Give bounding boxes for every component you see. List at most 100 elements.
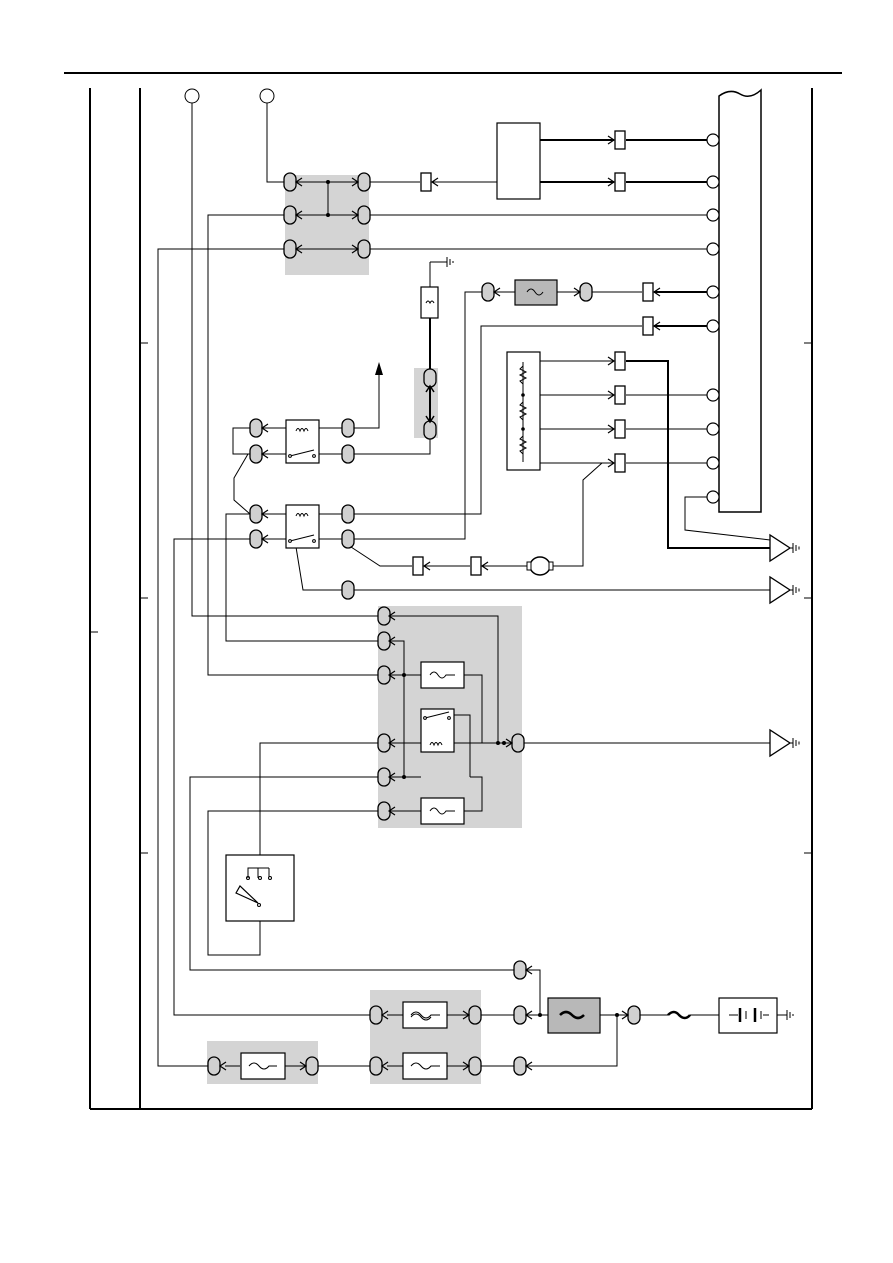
arrow-icon [524,1061,533,1071]
terminal-square [614,351,626,371]
connector-oval [423,368,437,388]
arrow-icon [607,424,616,434]
fusible-link-inline [667,1010,691,1020]
fuel-pump-motor [526,556,554,576]
arrow-icon [294,210,303,220]
connector-oval [341,529,355,549]
terminal-square [614,172,626,192]
connector-oval [369,1005,383,1025]
ground-triangle [769,575,792,605]
connector-ovals [207,172,641,1076]
arrow-icon [260,534,269,544]
ground-icon [446,257,454,267]
connector-oval [283,172,297,192]
arrow-icon [462,1061,471,1071]
connector-oval [341,504,355,524]
arrow-icon [294,244,303,254]
connector-arrows [218,135,661,1071]
arrow-icon [260,509,269,519]
connector-oval [249,529,263,549]
sensor-resistor-pack [506,351,541,471]
relay-upper [285,419,320,464]
ecu-pin-circle [706,208,720,222]
arrow-icon [218,1061,227,1071]
connector-oval [357,205,371,225]
terminal-squares [412,130,654,576]
ground-icon [790,585,800,595]
terminal-square [614,130,626,150]
fusible-link-main [547,997,601,1034]
junction-block-top [285,175,369,275]
connector-oval [513,1005,527,1025]
arrow-icon [524,1010,533,1020]
ecu-pin-circle [706,133,720,147]
relay-lower [285,504,320,549]
ground-symbols [446,257,800,1020]
arrow-icon [380,1010,389,1020]
arrow-icon [260,449,269,459]
arrow-icon [387,738,396,748]
connector-oval [579,282,593,302]
arrow-icon [387,611,396,621]
connector-oval [249,444,263,464]
arrow-icon [573,287,582,297]
ground-icon [790,738,800,748]
arrow-icon [607,177,616,187]
arrow-icon [351,177,360,187]
arrow-icon [351,210,360,220]
arrow-icon [462,1010,471,1020]
connector-oval [341,580,355,600]
ignition-switch [225,854,295,922]
ecu-pin-circle [706,422,720,436]
thick-wires [429,139,770,549]
connector-oval [249,504,263,524]
ground-triangle [769,533,792,563]
fusible-link-upper [514,279,558,306]
arrow-icon [492,287,501,297]
connector-oval [511,733,525,753]
ground-icon [790,543,800,553]
connector-oval [341,444,355,464]
connector-oval [468,1056,482,1076]
connector-oval [423,420,437,440]
arrow-up-icon [375,362,383,375]
ground-triangle [769,728,792,758]
ecu-pin-circle [706,242,720,256]
ecu-pins [706,133,720,504]
arrow-icon [294,177,303,187]
arrow-icon [505,738,514,748]
terminal-square [614,419,626,439]
arrow-icon [607,390,616,400]
arrow-icon [387,636,396,646]
arrow-icon [425,415,435,424]
battery [718,997,778,1034]
ecu-pin-circle [706,285,720,299]
arrow-icon [299,1061,308,1071]
arrow-icon [351,244,360,254]
terminal-circle-b [259,88,275,104]
arrow-icon [607,356,616,366]
terminal-square [642,282,654,302]
terminal-circle-a [184,88,200,104]
arrow-icon [480,561,489,571]
arrow-icon [430,177,439,187]
arrow-icon [387,806,396,816]
connector-oval [481,282,495,302]
terminal-square [412,556,424,576]
terminal-square [614,385,626,405]
arrow-icon [387,772,396,782]
ground-icon [786,1010,794,1020]
fuse-main-1 [420,661,465,689]
connector-oval [207,1056,221,1076]
connector-oval [513,960,527,980]
connector-oval [283,239,297,259]
control-module-box [496,122,541,200]
connector-oval [369,1056,383,1076]
arrow-icon [260,423,269,433]
terminal-square [420,172,432,192]
connector-oval [468,1005,482,1025]
arrow-icon [652,287,661,297]
arrow-icon [524,965,533,975]
connector-oval [305,1056,319,1076]
arrow-icon [621,1010,630,1020]
